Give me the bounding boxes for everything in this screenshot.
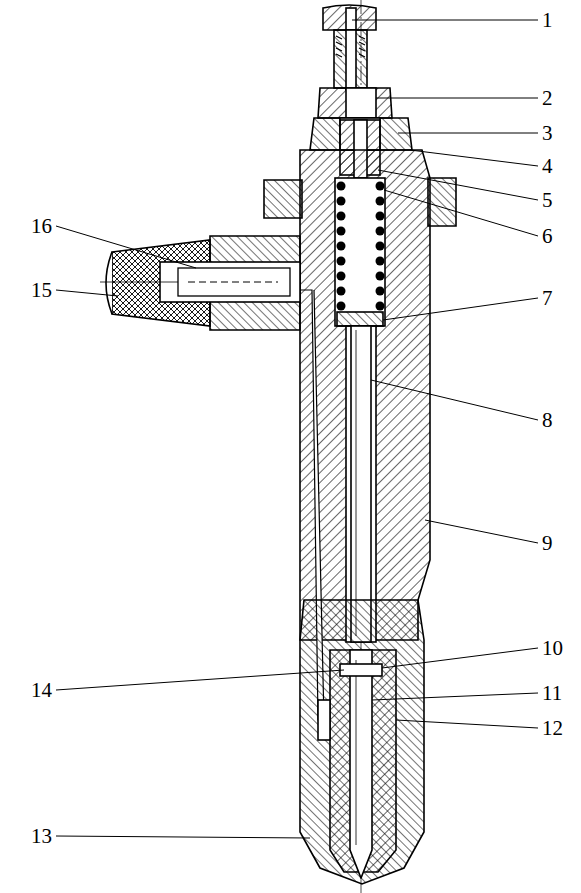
callout-number: 1 <box>542 9 553 31</box>
callout-number: 9 <box>542 532 553 554</box>
callout-number: 6 <box>542 225 553 247</box>
spring-coil <box>376 182 385 191</box>
spring-coil <box>376 212 385 221</box>
spring-coil <box>376 227 385 236</box>
spring-coil <box>376 272 385 281</box>
callout-number: 16 <box>31 215 52 237</box>
spring-coil <box>337 212 346 221</box>
callout-number: 2 <box>542 87 553 109</box>
spring-coil <box>337 242 346 251</box>
callout-number: 3 <box>542 122 553 144</box>
spring-coil <box>376 197 385 206</box>
spring-coil <box>337 182 346 191</box>
spring-coil <box>376 242 385 251</box>
spring-coil <box>376 302 385 311</box>
spring-coil <box>337 257 346 266</box>
spring-coil <box>376 287 385 296</box>
callout-number: 8 <box>542 409 553 431</box>
callout-number: 13 <box>31 825 52 847</box>
callout-number: 14 <box>31 679 52 701</box>
spring-coil <box>337 272 346 281</box>
callout-number: 11 <box>542 682 562 704</box>
callout-number: 7 <box>542 287 553 309</box>
spring-coil <box>376 257 385 266</box>
spring-coil <box>337 302 346 311</box>
callout-number: 15 <box>31 279 52 301</box>
spring-coil <box>337 227 346 236</box>
callout-number: 5 <box>542 189 553 211</box>
spring-coil <box>337 287 346 296</box>
spring-coil <box>337 197 346 206</box>
callout-number: 10 <box>542 637 563 659</box>
callout-number: 12 <box>542 717 563 739</box>
callout-number: 4 <box>542 155 553 177</box>
